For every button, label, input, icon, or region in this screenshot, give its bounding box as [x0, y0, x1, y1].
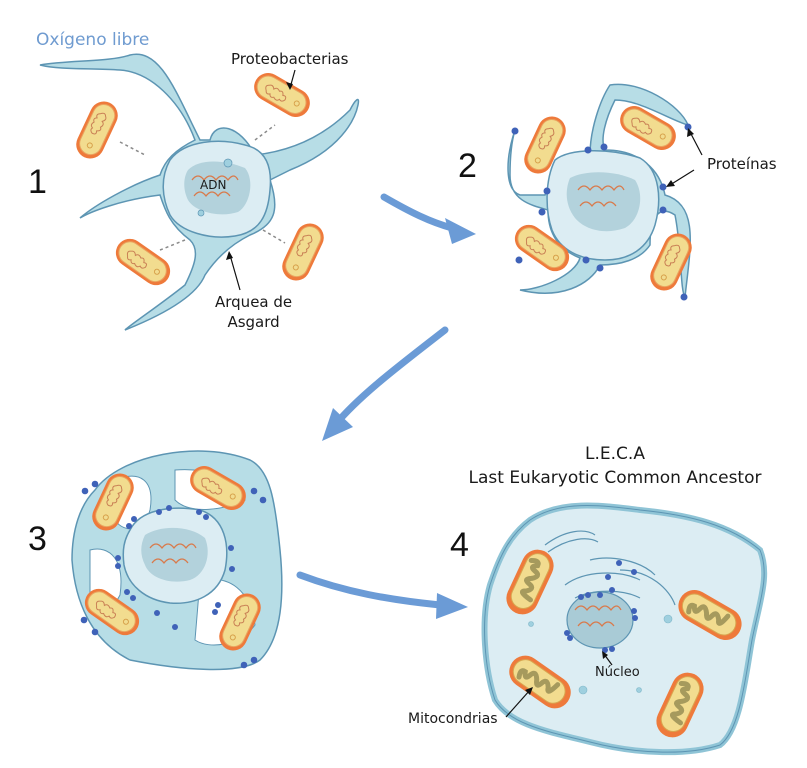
flow-arrow-1-to-2 [380, 193, 456, 232]
interaction-arrow [119, 141, 146, 156]
archaea-label-line2: Asgard [227, 313, 280, 331]
step-number-3: 3 [28, 520, 47, 558]
flow-arrowhead [436, 593, 468, 619]
leca-title: L.E.C.A [585, 444, 645, 464]
step-number-2: 2 [458, 147, 477, 185]
proteobacterium [109, 232, 177, 292]
stage-4-eukaryote [481, 502, 768, 756]
step-number-1: 1 [28, 163, 47, 201]
stage-2-archaea [507, 83, 703, 301]
proteobacterium [71, 96, 123, 164]
stage-1-archaea [39, 53, 360, 331]
leca-subtitle: Last Eukaryotic Common Ancestor [468, 468, 762, 488]
step-number-4: 4 [450, 526, 469, 564]
interaction-arrow [262, 229, 286, 244]
pointer-line [229, 254, 241, 291]
proteobacterium [277, 218, 329, 286]
flow-arrowhead [445, 218, 476, 244]
proteobacteria-label: Proteobacterias [231, 50, 349, 68]
flow-arrow-3-to-4 [296, 571, 444, 609]
proteins-label: Proteínas [707, 155, 777, 173]
nucleoid [184, 161, 251, 215]
endomembrane [544, 530, 676, 606]
mitochondria-label: Mitocondrias [408, 711, 498, 727]
proteobacterium [248, 67, 316, 123]
dna-strand [577, 185, 625, 207]
leca-heading: L.E.C.A Last Eukaryotic Common Ancestor [450, 442, 780, 490]
interaction-arrow [159, 239, 186, 251]
archaea-label: Arquea de Asgard [215, 292, 292, 332]
protein-dots [511, 123, 692, 301]
protein-dots [564, 560, 638, 653]
interaction-arrow [254, 124, 276, 141]
flow-arrow-2-to-3 [331, 326, 449, 429]
protein-dots [80, 480, 267, 669]
dna-label: ADN [200, 178, 227, 192]
stage-3-cell [71, 450, 283, 671]
dna-strand [191, 175, 239, 197]
archaea-label-line1: Arquea de [215, 293, 293, 311]
oxygen-label: Oxígeno libre [36, 30, 150, 50]
flow-arrowhead [322, 408, 353, 441]
nucleus [566, 591, 634, 649]
nucleus-label: Núcleo [595, 665, 640, 680]
